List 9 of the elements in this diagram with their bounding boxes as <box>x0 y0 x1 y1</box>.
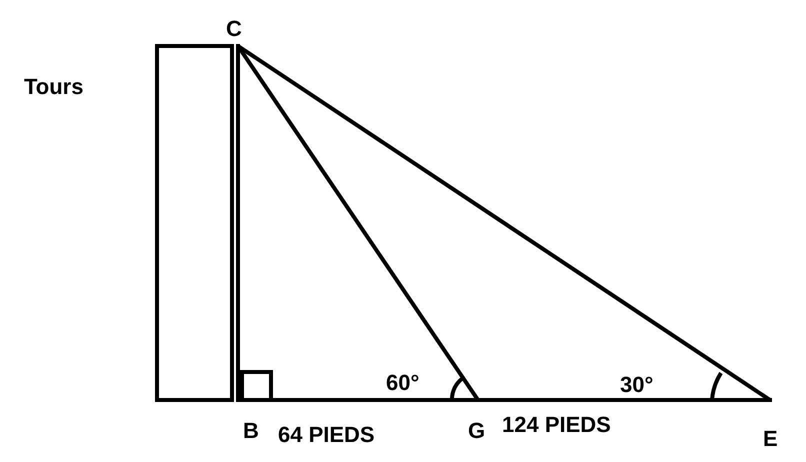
point-label: G <box>468 420 486 442</box>
distance-label: 64 PIEDS <box>278 424 375 446</box>
tower-label: Tours <box>24 76 84 98</box>
distance-label: 124 PIEDS <box>502 414 611 436</box>
point-label: B <box>243 420 259 442</box>
point-label: E <box>763 428 778 450</box>
angle-label: 60° <box>386 372 420 394</box>
point-label: C <box>226 18 242 40</box>
angle-label: 30° <box>620 374 654 396</box>
